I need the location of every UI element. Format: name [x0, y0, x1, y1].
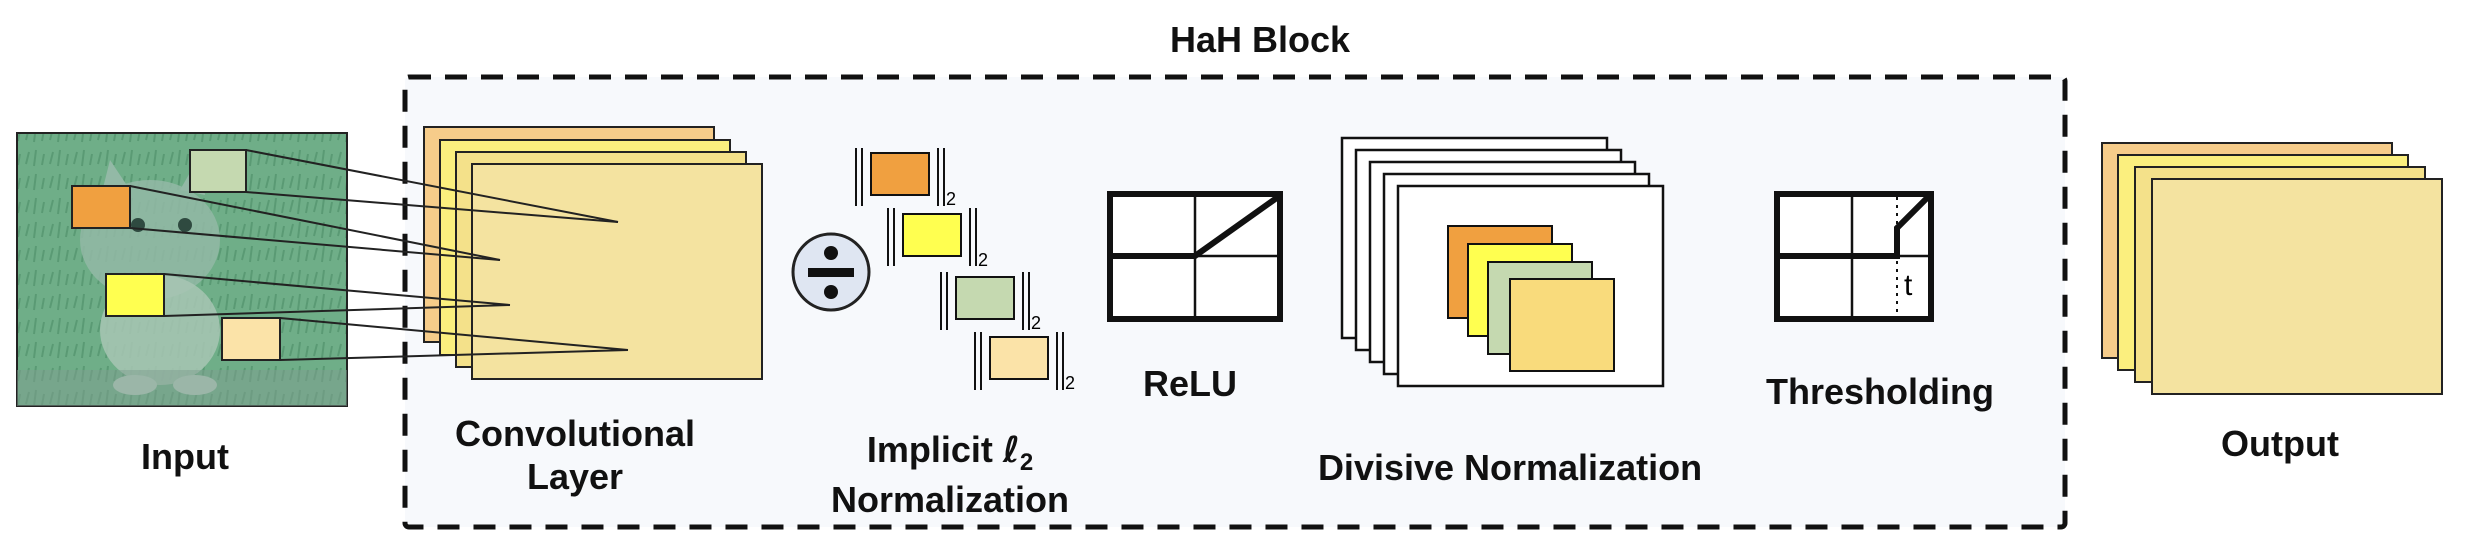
divnorm-cards: [1447, 225, 1615, 372]
l2-subscript: 2: [978, 250, 988, 270]
input-label: Input: [141, 436, 229, 477]
conv-layer-stack: [423, 126, 763, 380]
l2-norm-yellow: [887, 208, 977, 266]
patch-green: [189, 149, 247, 193]
l2-subscript: 2: [946, 189, 956, 209]
conv-label-line2: Layer: [526, 456, 624, 498]
l2-normalization-label: Implicit ℓ2 Normalization: [800, 428, 1100, 521]
l2-norm-green: [940, 272, 1030, 330]
l2-label-prefix: Implicit: [866, 429, 1003, 470]
divisive-normalization-label: Divisive Normalization: [1317, 447, 1703, 488]
patch-tan: [221, 317, 281, 361]
l2-symbol: ℓ: [1002, 430, 1020, 471]
l2-subscript: 2: [1065, 373, 1075, 393]
hah-block-title: HaH Block: [1169, 19, 1351, 60]
patch-orange: [71, 185, 131, 229]
patch-yellow: [105, 273, 165, 317]
l2-subscript: 2: [1031, 313, 1041, 333]
projection-lines: [129, 149, 629, 361]
division-icon: [791, 232, 871, 312]
l2-norm-tan: [974, 332, 1064, 390]
relu-plot-icon: [1107, 191, 1283, 322]
conv-label-line1: Convolutional: [455, 413, 695, 454]
output-label: Output: [2221, 423, 2339, 464]
output-stack: [2101, 142, 2443, 395]
l2-label-line2: Normalization: [830, 478, 1070, 520]
thresholding-label: Thresholding: [1766, 371, 1994, 412]
l2-label-line1: Implicit ℓ2: [800, 428, 1100, 478]
l2-norm-orange: [855, 148, 945, 206]
l2-symbol-subscript: 2: [1019, 449, 1034, 477]
threshold-plot-icon: [1774, 191, 1934, 322]
relu-label: ReLU: [1142, 363, 1237, 404]
conv-layer-label: Convolutional Layer: [410, 412, 740, 498]
threshold-marker: t: [1904, 269, 1913, 302]
kitten-image: [16, 132, 348, 407]
